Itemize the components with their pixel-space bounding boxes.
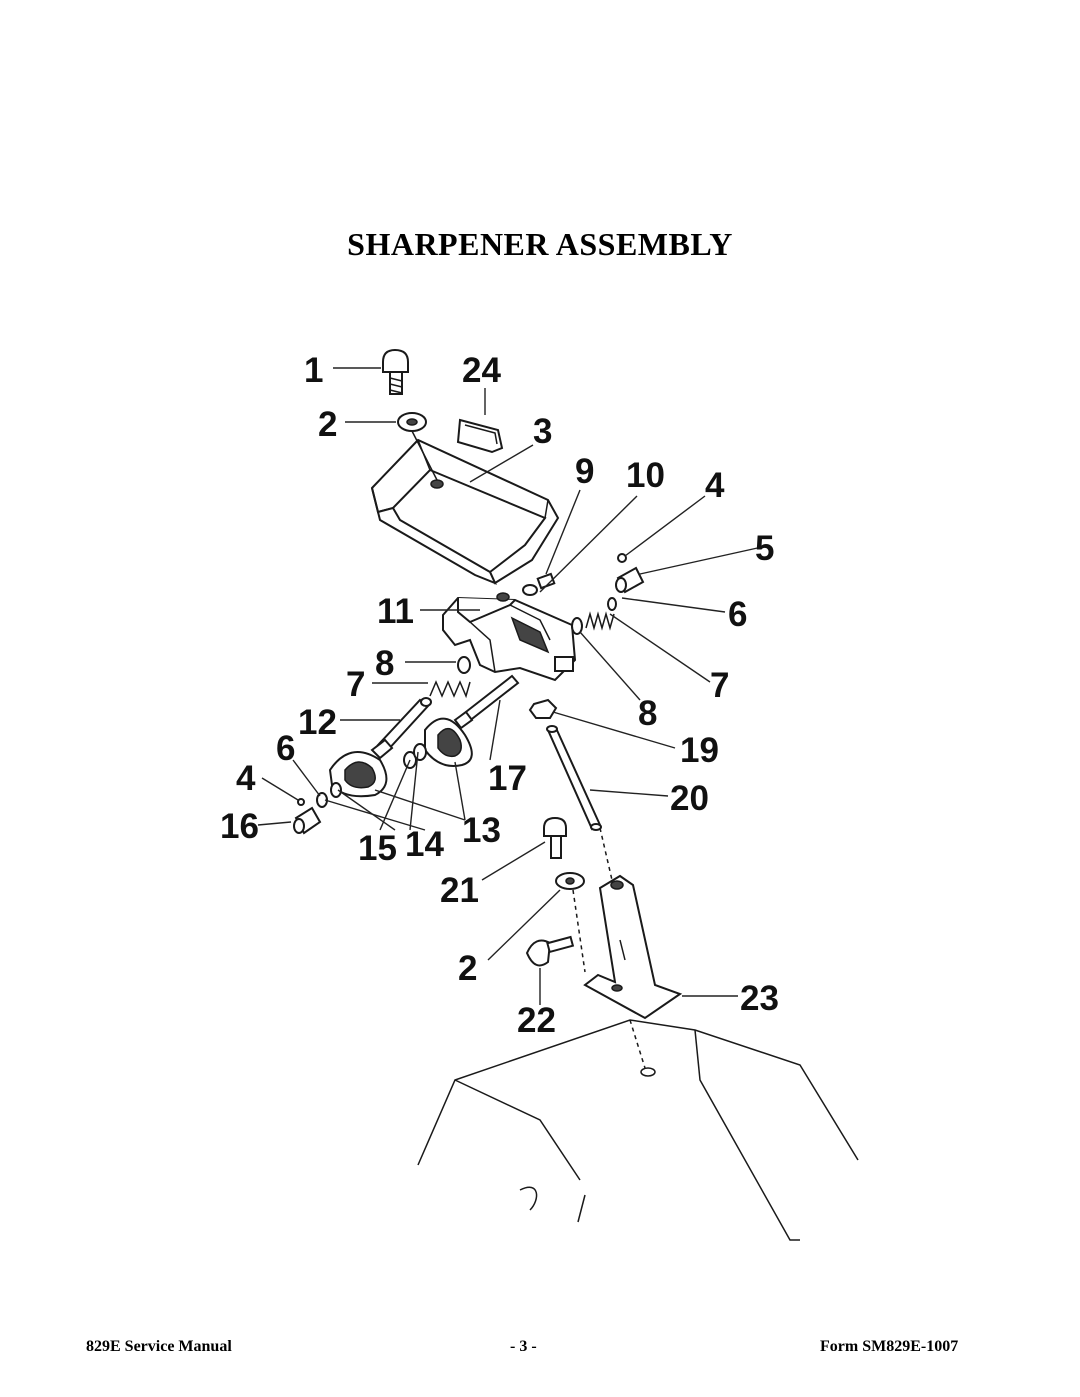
callout-13: 13 <box>462 811 501 850</box>
callout-20: 20 <box>670 779 709 818</box>
rod-part <box>528 698 602 831</box>
footer-left: 829E Service Manual <box>86 1338 232 1355</box>
screw-part <box>522 572 556 596</box>
page-title: SHARPENER ASSEMBLY <box>347 226 733 262</box>
thumb-screw-part <box>525 935 575 967</box>
callout-1: 1 <box>304 351 323 390</box>
bolt-part <box>382 348 409 395</box>
footer-page-number: - 3 - <box>510 1338 537 1355</box>
callout-6: 6 <box>728 595 747 634</box>
grinding-wheel-left-part <box>328 751 388 798</box>
mounting-bracket-part <box>583 874 683 1020</box>
callout-24: 24 <box>462 351 501 390</box>
knob-part <box>293 798 322 835</box>
set-screw-part <box>615 553 645 594</box>
wear-pad-part <box>456 418 504 454</box>
callout-4: 4 <box>236 759 256 798</box>
callout-10: 10 <box>626 456 665 495</box>
callout-2: 2 <box>318 405 337 444</box>
machine-base <box>417 1019 859 1241</box>
callout-8: 8 <box>375 644 394 683</box>
callout-15: 15 <box>358 829 397 868</box>
callout-8: 8 <box>638 694 657 733</box>
callout-5: 5 <box>755 529 774 568</box>
left-spring-part <box>429 656 471 699</box>
callout-21: 21 <box>440 871 479 910</box>
lower-bolt-part <box>543 816 585 890</box>
washer-part <box>397 412 427 432</box>
sharpener-block-part <box>442 592 577 682</box>
footer-right: Form SM829E-1007 <box>820 1338 959 1355</box>
callout-17: 17 <box>488 759 527 798</box>
leader-lines <box>257 367 763 1005</box>
callout-7: 7 <box>346 665 365 704</box>
callout-19: 19 <box>680 731 719 770</box>
shaft-part <box>370 697 432 760</box>
callout-22: 22 <box>517 1001 556 1040</box>
callout-labels: 1 24 2 3 9 10 4 5 11 6 8 7 7 12 8 6 19 4… <box>220 351 779 1040</box>
alignment-lines <box>572 827 646 1069</box>
callout-9: 9 <box>575 452 594 491</box>
callout-11: 11 <box>377 592 414 631</box>
callout-4: 4 <box>705 466 725 505</box>
callout-7: 7 <box>710 666 729 705</box>
grinding-wheel-part <box>424 717 473 767</box>
callout-12: 12 <box>298 703 337 742</box>
callout-3: 3 <box>533 412 552 451</box>
spring-part <box>571 597 617 635</box>
callout-14: 14 <box>405 825 444 864</box>
callout-16: 16 <box>220 807 259 846</box>
shaft-17-part <box>453 674 520 730</box>
callout-6: 6 <box>276 729 295 768</box>
callout-23: 23 <box>740 979 779 1018</box>
sharpener-cover-part <box>370 430 560 585</box>
callout-2: 2 <box>458 949 477 988</box>
